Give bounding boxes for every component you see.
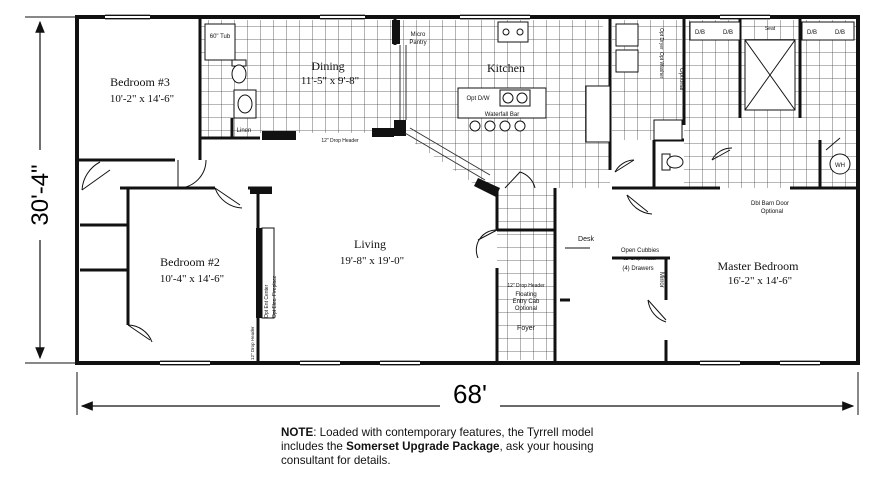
vanity-sink <box>237 94 253 114</box>
mirror-label: Mirror <box>658 272 664 288</box>
linen-label: Linen <box>237 128 252 134</box>
room-size-bedroom2: 10'-4" x 14'-6" <box>160 273 224 285</box>
bar-stool <box>469 120 481 132</box>
room-labels: Bedroom #3 10'-2" x 14'-6" Dining 11'-5"… <box>110 59 799 287</box>
opt-dryer <box>615 23 639 47</box>
room-size-bedroom3: 10'-2" x 14'-6" <box>110 93 174 105</box>
interior-walls <box>77 17 858 363</box>
db-right-2: D/B <box>835 30 845 36</box>
cubbies-header-label: 12" Drop Header <box>623 256 657 261</box>
tub <box>204 23 236 61</box>
waterfall-label: Waterfall Bar <box>485 112 519 118</box>
foyer-label: Foyer <box>517 325 536 332</box>
drawers-label: (4) Drawers <box>622 266 653 272</box>
depth-label: 30'-4" <box>27 164 54 225</box>
window-frames <box>105 14 820 366</box>
fixtures <box>204 21 855 175</box>
floating-label-3: Optional <box>515 306 537 312</box>
water-heater <box>829 153 851 175</box>
barn-door-optional: Optional <box>761 209 783 215</box>
wh-label: WH <box>835 163 845 169</box>
db-left-2: D/B <box>723 30 733 36</box>
bar-stool <box>514 120 526 132</box>
dimension-width: 68' <box>76 372 859 415</box>
refrigerator <box>585 85 611 143</box>
db-left-1: D/B <box>695 30 705 36</box>
ent-center <box>261 227 275 319</box>
master-toilet <box>666 155 684 169</box>
soffit <box>399 45 491 181</box>
room-name-bedroom3: Bedroom #3 <box>110 75 170 89</box>
toilet-bowl <box>231 64 247 84</box>
note: NOTE: Loaded with contemporary features,… <box>281 426 621 468</box>
opt-dw-label: Opt D/W <box>466 96 489 102</box>
room-name-dining: Dining <box>311 59 344 73</box>
room-name-living: Living <box>354 237 386 251</box>
open-cubbies-label: Open Cubbies <box>621 248 659 254</box>
opt-washer <box>615 49 639 73</box>
note-package: Somerset Upgrade Package <box>346 440 500 453</box>
range <box>497 21 529 43</box>
opt-ent-center-label: Opt Ent Center <box>264 284 270 318</box>
pantry-label: Pantry <box>409 40 426 46</box>
micro-label: Micro <box>411 32 426 38</box>
room-size-living: 19'-8" x 19'-0" <box>340 255 404 267</box>
note-prefix: NOTE <box>281 426 314 439</box>
dimension-depth: 30'-4" <box>25 16 75 364</box>
double-vanity-left <box>689 21 741 41</box>
tub-label: 60" Tub <box>210 34 231 40</box>
db-right-1: D/B <box>807 30 817 36</box>
note-text-1: : Loaded with contemporary features, the… <box>281 426 594 453</box>
barn-door-label: Dbl Barn Door <box>751 201 789 207</box>
floating-label-1: Floating <box>515 292 536 298</box>
opt-fireplace-label: Opt Elec. Fireplace <box>272 275 278 318</box>
note-text-2: , ask your housing consultant for detail… <box>281 440 594 467</box>
room-name-kitchen: Kitchen <box>487 61 525 75</box>
linen-closet <box>653 119 683 141</box>
desk-label: Desk <box>578 236 594 243</box>
windows <box>105 16 820 364</box>
room-size-master: 16'-2" x 14'-6" <box>728 275 792 287</box>
floating-label-2: Entry Cab <box>513 299 540 305</box>
floor-plan: Bedroom #3 10'-2" x 14'-6" Dining 11'-5"… <box>25 14 860 415</box>
room-name-master: Master Bedroom <box>718 259 800 273</box>
bar-stool <box>484 120 496 132</box>
annotations: 60" Tub Linen Micro Pantry Opt D/W Water… <box>210 26 845 360</box>
bed2-header-label: 12" Drop Header <box>250 326 255 360</box>
double-vanity-right <box>801 21 855 41</box>
width-label: 68' <box>453 379 487 409</box>
door-swings <box>81 137 841 343</box>
opt-dryer-label: Opt Dryer <box>658 28 664 50</box>
entry-header-label: 12" Drop Header <box>507 283 545 289</box>
opt-washer-label: Opt Washer <box>658 52 664 79</box>
bar-stool <box>499 120 511 132</box>
dining-header-label: 12" Drop Header <box>321 138 359 144</box>
wall-columns <box>250 20 500 318</box>
room-name-bedroom2: Bedroom #2 <box>160 255 220 269</box>
room-size-dining: 11'-5" x 9'-8" <box>301 75 359 87</box>
optional-kitchen-label: Optional <box>678 68 684 90</box>
seat-label: Seat <box>765 26 776 32</box>
